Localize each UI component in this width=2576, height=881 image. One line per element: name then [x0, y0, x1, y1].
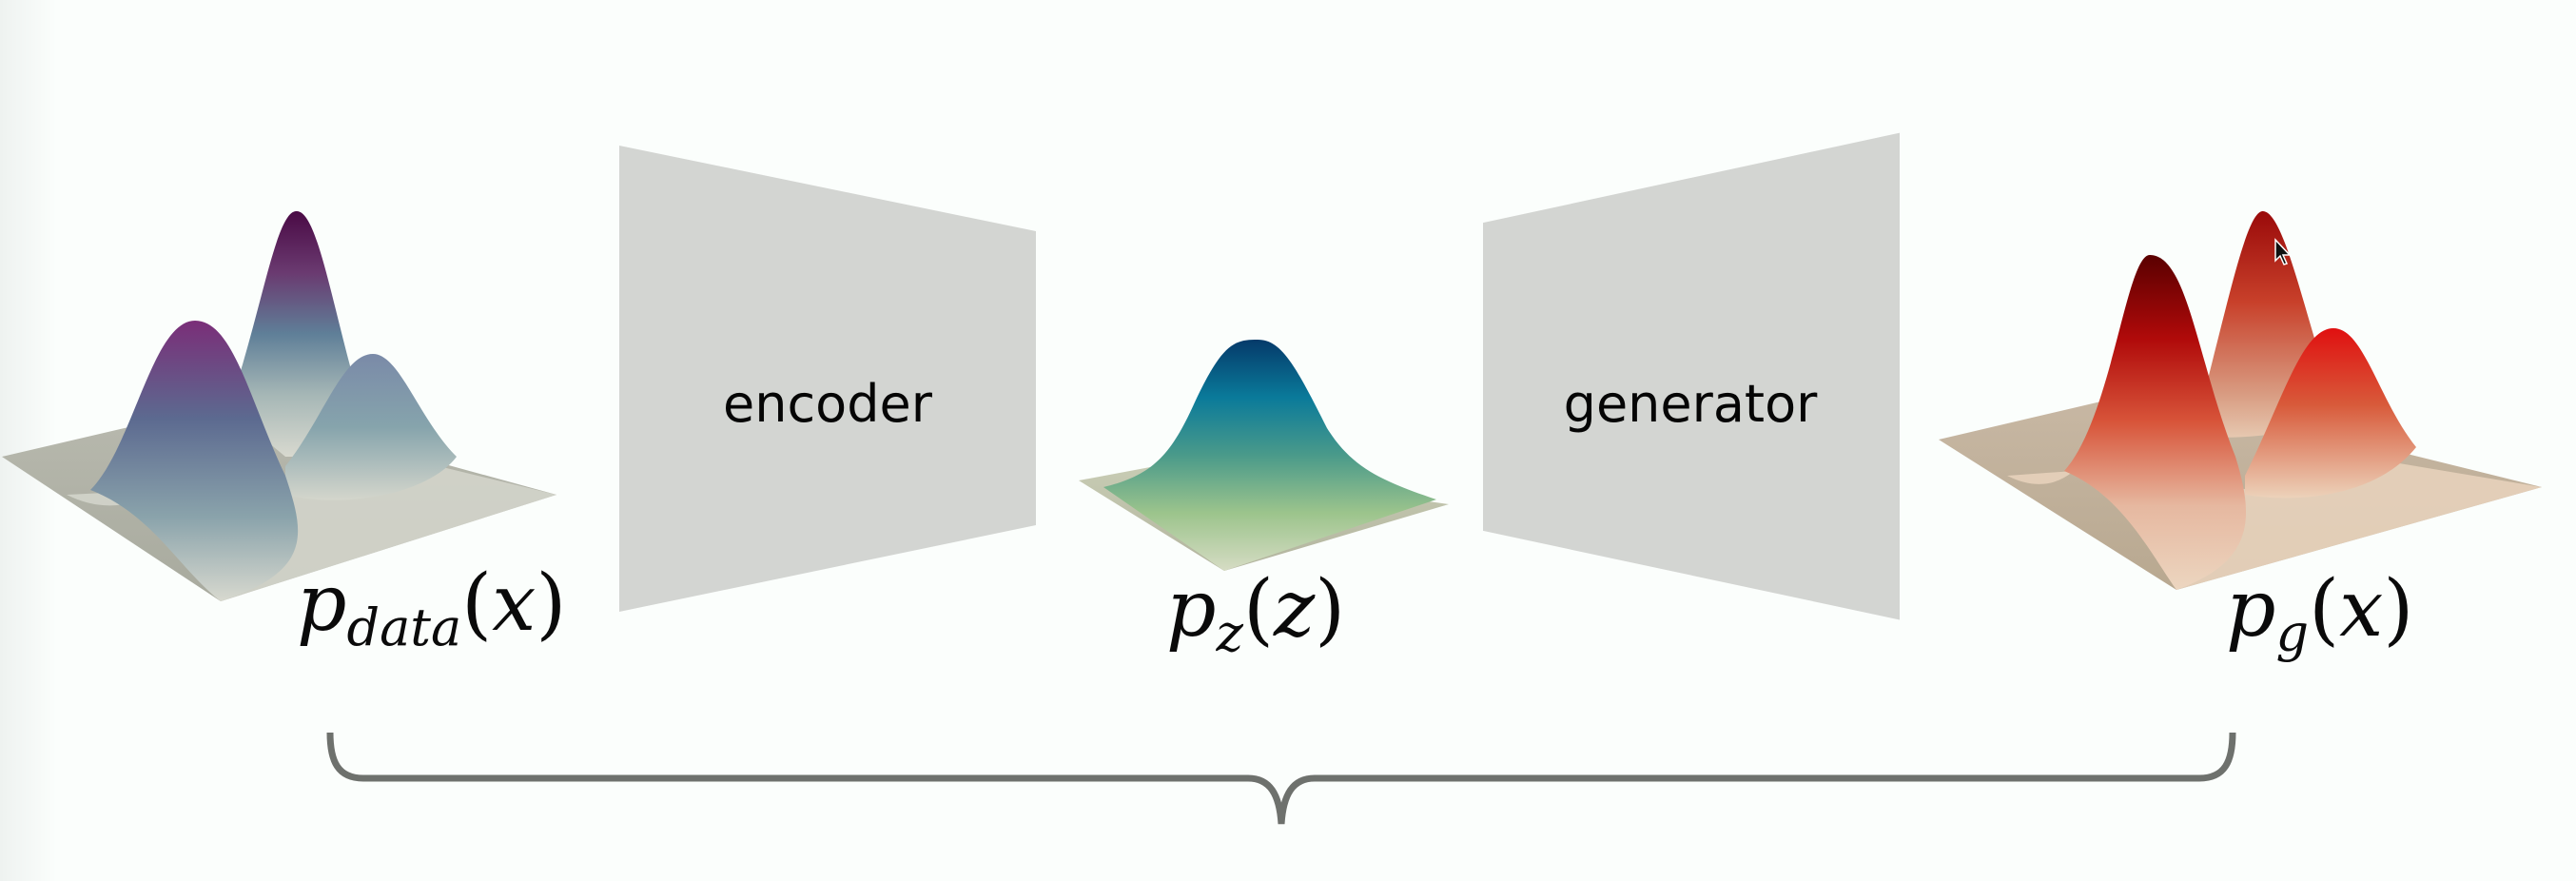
data-peak-front — [90, 321, 299, 601]
data-distribution-plot — [2, 210, 556, 601]
generated-distribution-plot — [1939, 210, 2542, 590]
encoder-label: encoder — [723, 374, 933, 434]
arrow-pointer-icon — [2274, 238, 2292, 265]
data-peak-small — [285, 354, 457, 500]
bracket-brace — [326, 732, 2236, 825]
generated-distribution-label: pg(x) — [2226, 564, 2413, 663]
encoder-trapezoid — [619, 146, 1036, 612]
encoder-block: encoder — [619, 146, 1036, 612]
latent-peak — [1103, 340, 1436, 571]
latent-distribution-label: pz(z) — [1166, 564, 1345, 663]
generated-peak-small — [2245, 328, 2416, 499]
data-distribution-label: pdata(x) — [297, 558, 566, 657]
generated-peak-front — [2064, 255, 2247, 590]
generator-label: generator — [1564, 374, 1818, 434]
generator-trapezoid — [1483, 132, 1900, 620]
latent-distribution-plot — [1079, 340, 1449, 571]
generator-block: generator — [1483, 132, 1900, 620]
